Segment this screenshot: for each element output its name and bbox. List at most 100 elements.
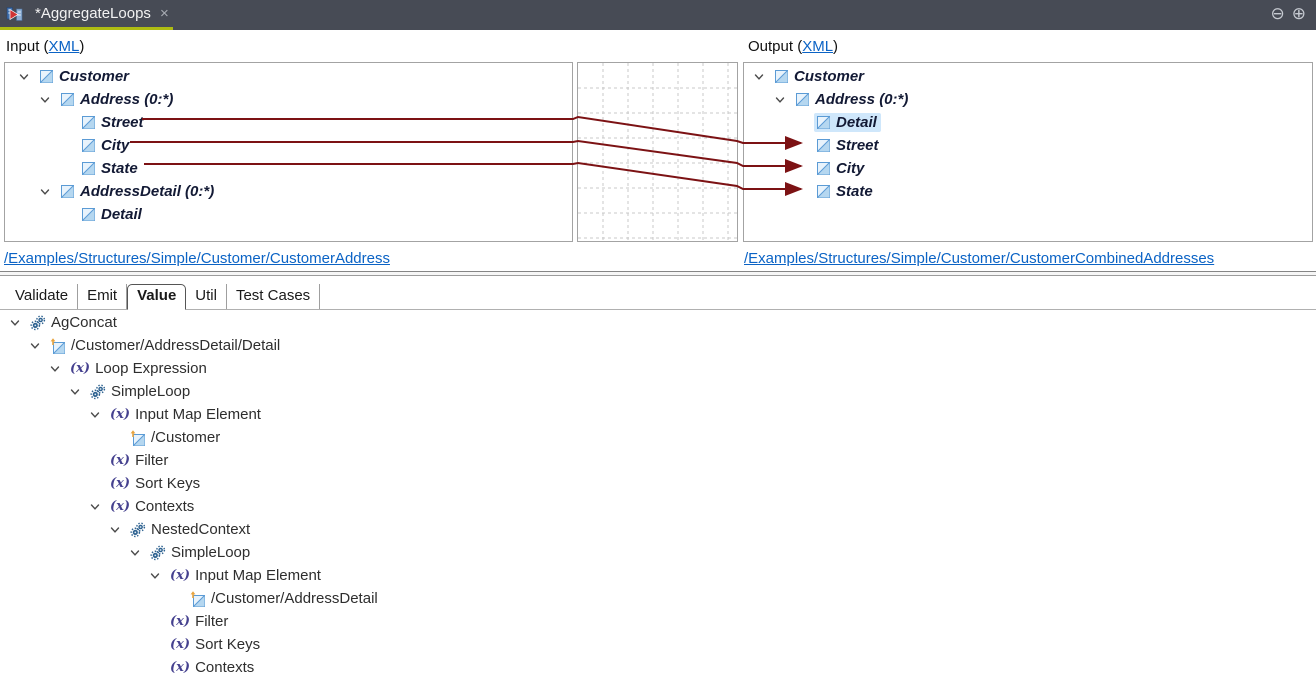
chevron-down-icon[interactable]: [88, 408, 108, 422]
output-node-detail[interactable]: Detail: [744, 111, 1312, 134]
node-label: Street: [836, 137, 879, 154]
value-node-input-map-element[interactable]: (x)Input Map Element: [0, 564, 1316, 587]
document-tab[interactable]: *AggregateLoops ×: [0, 0, 173, 27]
value-node-simpleloop[interactable]: SimpleLoop: [0, 541, 1316, 564]
output-structure-link[interactable]: /Examples/Structures/Simple/Customer/Cus…: [744, 250, 1215, 267]
output-node-address-0[interactable]: Address (0:*): [744, 88, 1312, 111]
fx-glyph: (x): [70, 361, 91, 376]
node-label: SimpleLoop: [111, 383, 191, 400]
node: Address (0:*): [793, 90, 912, 109]
input-structure-link[interactable]: /Examples/Structures/Simple/Customer/Cus…: [4, 250, 390, 267]
input-structure-link-wrap: /Examples/Structures/Simple/Customer/Cus…: [4, 250, 390, 267]
map-element-icon: [774, 69, 789, 84]
output-panel-label: Output (XML): [748, 38, 838, 55]
node-label: SimpleLoop: [171, 544, 251, 561]
value-node-sort-keys[interactable]: (x)Sort Keys: [0, 633, 1316, 656]
fx-glyph: (x): [110, 407, 131, 422]
chevron-down-icon[interactable]: [17, 70, 37, 84]
node: (x)Sort Keys: [108, 474, 204, 493]
map-element-icon: [816, 184, 831, 199]
input-node-addressdetail-0[interactable]: AddressDetail (0:*): [5, 180, 572, 203]
chevron-down-icon[interactable]: [28, 339, 48, 353]
chevron-down-icon[interactable]: [68, 385, 88, 399]
value-node-loop-expression[interactable]: (x)Loop Expression: [0, 357, 1316, 380]
node-label: Input Map Element: [195, 567, 321, 584]
expand-icon[interactable]: ⊕: [1291, 4, 1306, 23]
node-label: Input Map Element: [135, 406, 261, 423]
map-element-ref-icon: [130, 429, 146, 446]
tab-close-icon[interactable]: ×: [159, 5, 169, 22]
output-node-state[interactable]: State: [744, 180, 1312, 203]
node-label: /Customer/AddressDetail/Detail: [71, 337, 281, 354]
value-node-filter[interactable]: (x)Filter: [0, 610, 1316, 633]
value-node-customer-addressdetail[interactable]: /Customer/AddressDetail: [0, 587, 1316, 610]
node-label: /Customer/AddressDetail: [211, 590, 378, 607]
chevron-down-icon[interactable]: [88, 500, 108, 514]
input-node-detail[interactable]: Detail: [5, 203, 572, 226]
chevron-down-icon[interactable]: [108, 523, 128, 537]
node-label: Sort Keys: [195, 636, 261, 653]
chevron-down-icon[interactable]: [752, 70, 772, 84]
value-node-nestedcontext[interactable]: NestedContext: [0, 518, 1316, 541]
input-node-address-0[interactable]: Address (0:*): [5, 88, 572, 111]
value-node-contexts[interactable]: (x)Contexts: [0, 495, 1316, 518]
input-xml-link[interactable]: XML: [48, 38, 80, 55]
tab-validate[interactable]: Validate: [6, 284, 79, 309]
value-node-contexts[interactable]: (x)Contexts: [0, 656, 1316, 679]
expression-icon: (x): [170, 615, 190, 628]
selected-node: Detail: [814, 113, 881, 132]
expression-icon: (x): [110, 477, 130, 490]
node-label: AgConcat: [51, 314, 117, 331]
output-node-street[interactable]: Street: [744, 134, 1312, 157]
collapse-icon[interactable]: ⊖: [1270, 4, 1285, 23]
output-node-city[interactable]: City: [744, 157, 1312, 180]
chevron-down-icon[interactable]: [38, 185, 58, 199]
node-label: AddressDetail (0:*): [80, 183, 215, 200]
mapping-grid-panel[interactable]: [577, 62, 738, 242]
chevron-down-icon[interactable]: [148, 569, 168, 583]
fx-glyph: (x): [110, 476, 131, 491]
horizontal-splitter[interactable]: [0, 271, 1316, 276]
value-node-filter[interactable]: (x)Filter: [0, 449, 1316, 472]
node: /Customer/AddressDetail: [188, 589, 382, 608]
chevron-down-icon[interactable]: [773, 93, 793, 107]
value-node-customer[interactable]: /Customer: [0, 426, 1316, 449]
tab-value[interactable]: Value: [127, 284, 187, 310]
output-node-customer[interactable]: Customer: [744, 65, 1312, 88]
map-element-ref-icon: [190, 590, 206, 607]
chevron-down-icon[interactable]: [8, 316, 28, 330]
node: /Customer: [128, 428, 224, 447]
value-node-customer-addressdetail-detail[interactable]: /Customer/AddressDetail/Detail: [0, 334, 1316, 357]
gears-icon: [30, 314, 46, 331]
node: (x)Filter: [108, 451, 172, 470]
input-node-customer[interactable]: Customer: [5, 65, 572, 88]
input-node-state[interactable]: State: [5, 157, 572, 180]
gears-icon: [90, 383, 106, 400]
node: (x)Contexts: [108, 497, 198, 516]
chevron-down-icon[interactable]: [38, 93, 58, 107]
chevron-down-icon[interactable]: [48, 362, 68, 376]
node: (x)Sort Keys: [168, 635, 264, 654]
node: Street: [79, 113, 148, 132]
expression-icon: (x): [110, 454, 130, 467]
map-document-icon: [6, 5, 23, 22]
node: Detail: [79, 205, 146, 224]
node: (x)Contexts: [168, 658, 258, 677]
output-label-suffix: ): [833, 38, 839, 55]
input-node-street[interactable]: Street: [5, 111, 572, 134]
chevron-down-icon[interactable]: [128, 546, 148, 560]
value-node-sort-keys[interactable]: (x)Sort Keys: [0, 472, 1316, 495]
node: City: [79, 136, 133, 155]
input-node-city[interactable]: City: [5, 134, 572, 157]
tab-emit[interactable]: Emit: [78, 284, 128, 309]
value-node-input-map-element[interactable]: (x) Input Map Element: [0, 403, 1316, 426]
value-node-simpleloop[interactable]: SimpleLoop: [0, 380, 1316, 403]
output-xml-link[interactable]: XML: [802, 38, 834, 55]
tab-test-cases[interactable]: Test Cases: [227, 284, 321, 309]
node: (x)Loop Expression: [68, 359, 211, 378]
value-node-agconcat[interactable]: AgConcat: [0, 311, 1316, 334]
node: AddressDetail (0:*): [58, 182, 218, 201]
tab-util[interactable]: Util: [186, 284, 227, 309]
